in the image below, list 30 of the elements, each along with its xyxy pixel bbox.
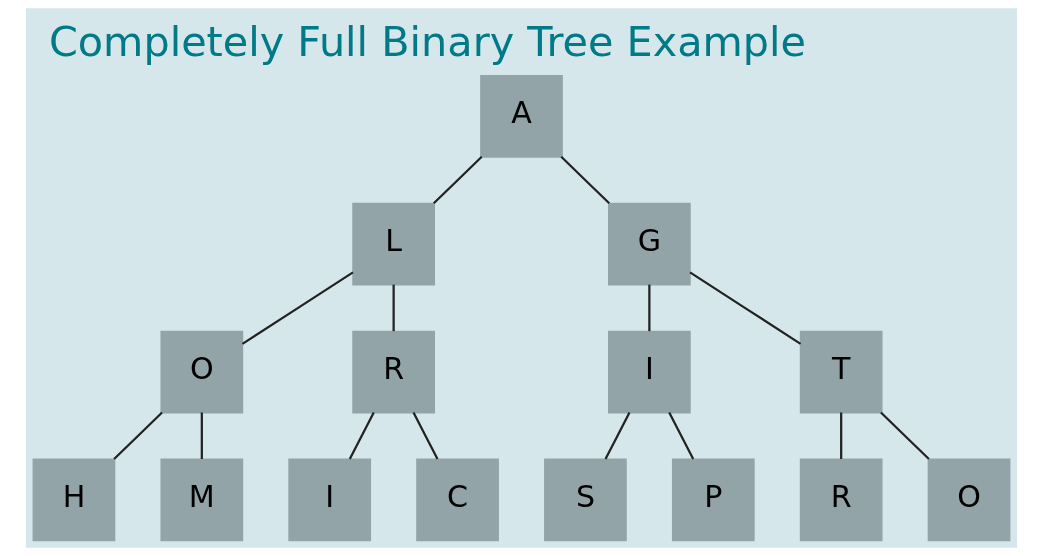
connector — [667, 411, 694, 460]
connector — [559, 155, 610, 205]
connector — [348, 411, 375, 460]
connector — [241, 271, 354, 345]
node-box: O — [159, 330, 243, 414]
node-box: I — [607, 330, 691, 414]
connector — [647, 284, 650, 332]
node-box: I — [287, 458, 371, 542]
node-box: R — [351, 330, 435, 414]
connector — [604, 411, 630, 460]
connector — [432, 155, 483, 205]
node-box: L — [351, 202, 435, 286]
node-box: H — [32, 458, 115, 542]
connector — [200, 412, 203, 459]
connector — [392, 284, 395, 332]
diagram-title: Completely Full Binary Tree Example — [48, 18, 806, 67]
node-box: G — [607, 202, 691, 286]
connector — [839, 412, 842, 459]
node-box: R — [799, 458, 883, 542]
node-box: T — [799, 330, 883, 414]
node-box: C — [415, 458, 499, 542]
connector — [879, 411, 930, 460]
connector — [412, 411, 438, 460]
node-box: A — [479, 74, 563, 158]
node-box: O — [927, 458, 1010, 542]
node-box: S — [543, 458, 627, 542]
node-box: M — [159, 458, 243, 542]
node-box: P — [671, 458, 755, 542]
connector — [112, 411, 163, 460]
connector — [688, 271, 801, 345]
